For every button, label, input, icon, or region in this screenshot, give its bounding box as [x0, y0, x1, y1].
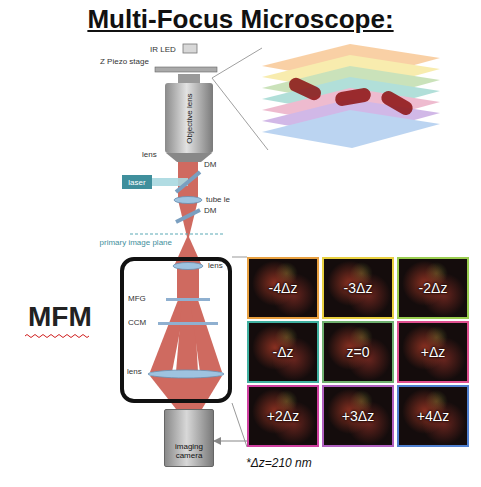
focal-plane-image: +Δz [397, 321, 469, 383]
node-text: -3Δz [344, 280, 373, 296]
node-text: +Δz [421, 344, 446, 360]
node-text: +3Δz [342, 408, 374, 424]
imaging-camera: imaging camera [164, 409, 214, 467]
node-text: imaging camera [167, 442, 211, 460]
plane-label: primary image plane [92, 238, 172, 248]
part-label: MFG [128, 294, 146, 304]
module-heading: MFM [28, 301, 92, 333]
node-text: -4Δz [269, 280, 298, 296]
node-text: Objective lens [185, 93, 194, 143]
focal-plane-image: -3Δz [322, 257, 394, 319]
focal-plane-image: -2Δz [397, 257, 469, 319]
connector-arrow [214, 440, 247, 441]
part-label: DM [204, 206, 216, 216]
focal-plane-image: -4Δz [247, 257, 319, 319]
node-text: +4Δz [417, 408, 449, 424]
node-text: z=0 [347, 344, 370, 360]
node-text: -2Δz [419, 280, 448, 296]
node-text: -Δz [272, 344, 293, 360]
part-label: Z Piezo stage [100, 57, 149, 67]
node-text: +2Δz [267, 408, 299, 424]
focal-plane-image: -Δz [247, 321, 319, 383]
part-label: tube le [206, 195, 230, 205]
part-label: lens [208, 261, 223, 271]
laser-box: laser [122, 175, 152, 189]
part-label: lens [127, 367, 142, 377]
part-label: DM [204, 160, 216, 170]
objective-lens: Objective lens [165, 83, 213, 153]
part-label: IR LED [150, 45, 176, 55]
footnote: *Δz=210 nm [246, 456, 312, 470]
mfm-module: MFM [120, 257, 232, 403]
focal-plane-image: +4Δz [397, 385, 469, 447]
focal-plane-image: +2Δz [247, 385, 319, 447]
focal-plane-image: z=0 [322, 321, 394, 383]
focal-plane-image: +3Δz [322, 385, 394, 447]
part-label: lens [142, 150, 157, 160]
part-label: CCM [128, 318, 146, 328]
node-text: laser [128, 178, 145, 187]
title: Multi-Focus Microscope: [0, 3, 481, 35]
